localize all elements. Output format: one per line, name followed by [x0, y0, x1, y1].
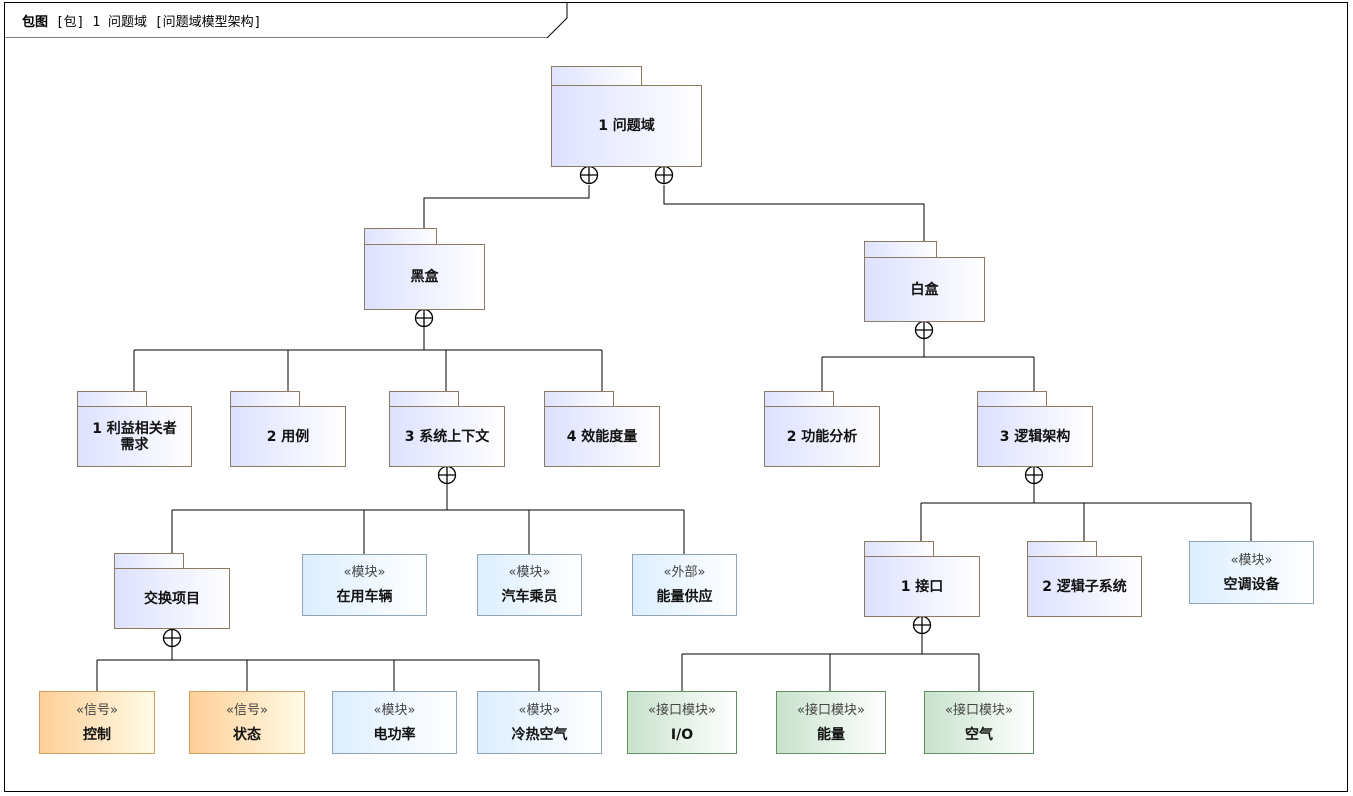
- package-interfaces[interactable]: 1 接口: [864, 541, 980, 617]
- package-exchange-items[interactable]: 交换项目: [114, 553, 230, 629]
- block-name: 冷热空气: [511, 726, 568, 743]
- stereotype-label: «模块»: [518, 702, 561, 718]
- package-stakeholder-needs[interactable]: 1 利益相关者 需求: [77, 391, 192, 467]
- package-moe[interactable]: 4 效能度量: [544, 391, 660, 467]
- package-label: 白盒: [910, 281, 939, 298]
- package-label: 1 接口: [900, 578, 944, 595]
- package-label: 1 利益相关者 需求: [92, 420, 177, 453]
- link-root-blackbox: [423, 185, 590, 229]
- block-air-interface[interactable]: «接口模块» 空气: [924, 691, 1034, 754]
- block-name: I/O: [670, 726, 694, 743]
- block-power-supply[interactable]: «外部» 能量供应: [632, 554, 737, 616]
- package-blackbox[interactable]: 黑盒: [364, 228, 485, 310]
- stereotype-label: «模块»: [343, 565, 386, 580]
- containment-icon: [914, 320, 934, 340]
- containment-icon: [437, 465, 457, 485]
- block-name: 空气: [965, 726, 993, 743]
- block-ac-equipment[interactable]: «模块» 空调设备: [1189, 541, 1314, 604]
- package-label: 2 用例: [266, 428, 310, 445]
- block-electric-power[interactable]: «模块» 电功率: [332, 691, 457, 754]
- containment-icon: [162, 628, 182, 648]
- block-name: 能量供应: [656, 589, 713, 605]
- block-name: 在用车辆: [336, 589, 393, 605]
- package-label: 交换项目: [144, 590, 200, 607]
- containment-icon: [579, 165, 599, 185]
- block-name: 电功率: [373, 726, 416, 743]
- package-label: 1 问题域: [598, 118, 655, 134]
- block-energy-interface[interactable]: «接口模块» 能量: [776, 691, 886, 754]
- block-vehicle-in-use[interactable]: «模块» 在用车辆: [302, 554, 427, 616]
- package-label: 2 逻辑子系统: [1042, 578, 1127, 595]
- stereotype-label: «接口模块»: [648, 702, 716, 718]
- package-functional-analysis[interactable]: 2 功能分析: [764, 391, 880, 467]
- containment-icon: [414, 308, 434, 328]
- package-label: 黑盒: [410, 269, 439, 285]
- stereotype-label: «外部»: [663, 565, 706, 580]
- block-state-signal[interactable]: «信号» 状态: [189, 691, 305, 754]
- block-name: 汽车乘员: [501, 589, 558, 605]
- block-name: 能量: [817, 726, 845, 743]
- stereotype-label: «模块»: [373, 702, 416, 718]
- block-hot-cold-air[interactable]: «模块» 冷热空气: [477, 691, 602, 754]
- stereotype-label: «模块»: [1230, 552, 1273, 568]
- package-logical-architecture[interactable]: 3 逻辑架构: [977, 391, 1093, 467]
- package-label: 2 功能分析: [786, 428, 858, 445]
- containment-icon: [1024, 465, 1044, 485]
- package-system-context[interactable]: 3 系统上下文: [389, 391, 505, 467]
- stereotype-label: «接口模块»: [797, 702, 865, 718]
- block-control-signal[interactable]: «信号» 控制: [39, 691, 155, 754]
- package-label: 3 系统上下文: [404, 428, 490, 445]
- block-name: 空调设备: [1223, 576, 1280, 593]
- stereotype-label: «模块»: [508, 565, 551, 580]
- package-whitebox[interactable]: 白盒: [864, 241, 985, 322]
- diagram-frame: [4, 2, 1348, 792]
- diagram-title: [包] 1 问题域 [问题域模型架构]: [55, 15, 262, 30]
- stereotype-label: «接口模块»: [945, 702, 1013, 718]
- containment-icon: [654, 165, 674, 185]
- block-passenger[interactable]: «模块» 汽车乘员: [477, 554, 582, 616]
- stereotype-label: «信号»: [226, 702, 268, 718]
- package-root[interactable]: 1 问题域: [551, 66, 702, 167]
- link-root-whitebox: [663, 185, 925, 242]
- block-io-interface[interactable]: «接口模块» I/O: [627, 691, 737, 754]
- containment-icon: [912, 615, 932, 635]
- block-name: 状态: [233, 726, 261, 743]
- block-name: 控制: [83, 726, 111, 743]
- package-label: 4 效能度量: [566, 428, 638, 445]
- package-label: 3 逻辑架构: [999, 428, 1071, 445]
- diagram-header: 包图 [包] 1 问题域 [问题域模型架构]: [4, 2, 568, 38]
- stereotype-label: «信号»: [76, 702, 118, 718]
- diagram-kind: 包图: [22, 15, 49, 30]
- package-logical-subsystems[interactable]: 2 逻辑子系统: [1027, 541, 1142, 617]
- package-use-cases[interactable]: 2 用例: [230, 391, 346, 467]
